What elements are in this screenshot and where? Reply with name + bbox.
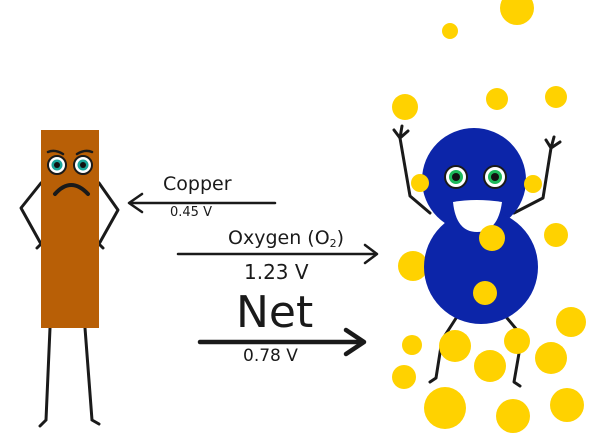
- oxygen-subscript: 2: [329, 237, 337, 250]
- copper-left-eyebrow: [46, 149, 65, 156]
- bubble: [424, 387, 466, 429]
- bubble: [496, 399, 530, 433]
- bubble: [524, 175, 542, 193]
- bubble: [392, 94, 418, 120]
- copper-right-leg: [83, 326, 101, 426]
- bubble: [486, 88, 508, 110]
- oxygen-arrow: [176, 243, 379, 265]
- oxygen-right-eye: [483, 165, 507, 189]
- bubble: [402, 335, 422, 355]
- oxygen-left-eye: [444, 165, 468, 189]
- oxygen-label: Oxygen (O2): [228, 227, 345, 250]
- copper-right-eyebrow: [75, 149, 94, 156]
- bubble: [439, 330, 471, 362]
- oxygen-label-close: ): [336, 227, 345, 249]
- copper-right-arm: [97, 181, 120, 250]
- copper-sad-mouth: [53, 183, 90, 196]
- bubble: [504, 328, 530, 354]
- bubble: [550, 388, 584, 422]
- copper-arrow: [127, 192, 277, 214]
- bubble: [535, 342, 567, 374]
- oxygen-voltage: 1.23 V: [244, 260, 309, 284]
- copper-left-arm: [19, 181, 43, 250]
- bubble: [411, 174, 429, 192]
- oxygen-left-leg: [428, 310, 462, 384]
- bubbles-back: [392, 0, 586, 355]
- copper-voltage: 0.45 V: [170, 205, 212, 220]
- bubble: [544, 223, 568, 247]
- copper-left-leg: [38, 326, 52, 428]
- bubble: [474, 350, 506, 382]
- copper-left-eye: [47, 155, 67, 175]
- net-arrow: [197, 327, 367, 357]
- oxygen-character: [392, 124, 562, 388]
- bubble: [473, 281, 497, 305]
- bubbles-front: [392, 328, 584, 433]
- bubble: [500, 0, 534, 25]
- net-label: Net: [236, 287, 314, 338]
- oxygen-label-text: Oxygen (O: [228, 227, 330, 249]
- oxygen-happy-mouth: [453, 200, 502, 232]
- oxygen-left-arm: [398, 136, 432, 215]
- oxygen-lower-body: [424, 210, 538, 324]
- bubble: [556, 307, 586, 337]
- bubble: [479, 225, 505, 251]
- copper-right-eye: [73, 155, 93, 175]
- net-voltage: 0.78 V: [243, 346, 298, 366]
- bubble: [392, 365, 416, 389]
- oxygen-right-leg: [500, 310, 524, 388]
- bubble: [545, 86, 567, 108]
- bubble: [398, 251, 428, 281]
- oxygen-right-arm: [512, 146, 553, 215]
- bubble: [442, 23, 458, 39]
- copper-label: Copper: [163, 173, 232, 195]
- copper-character: [19, 130, 120, 428]
